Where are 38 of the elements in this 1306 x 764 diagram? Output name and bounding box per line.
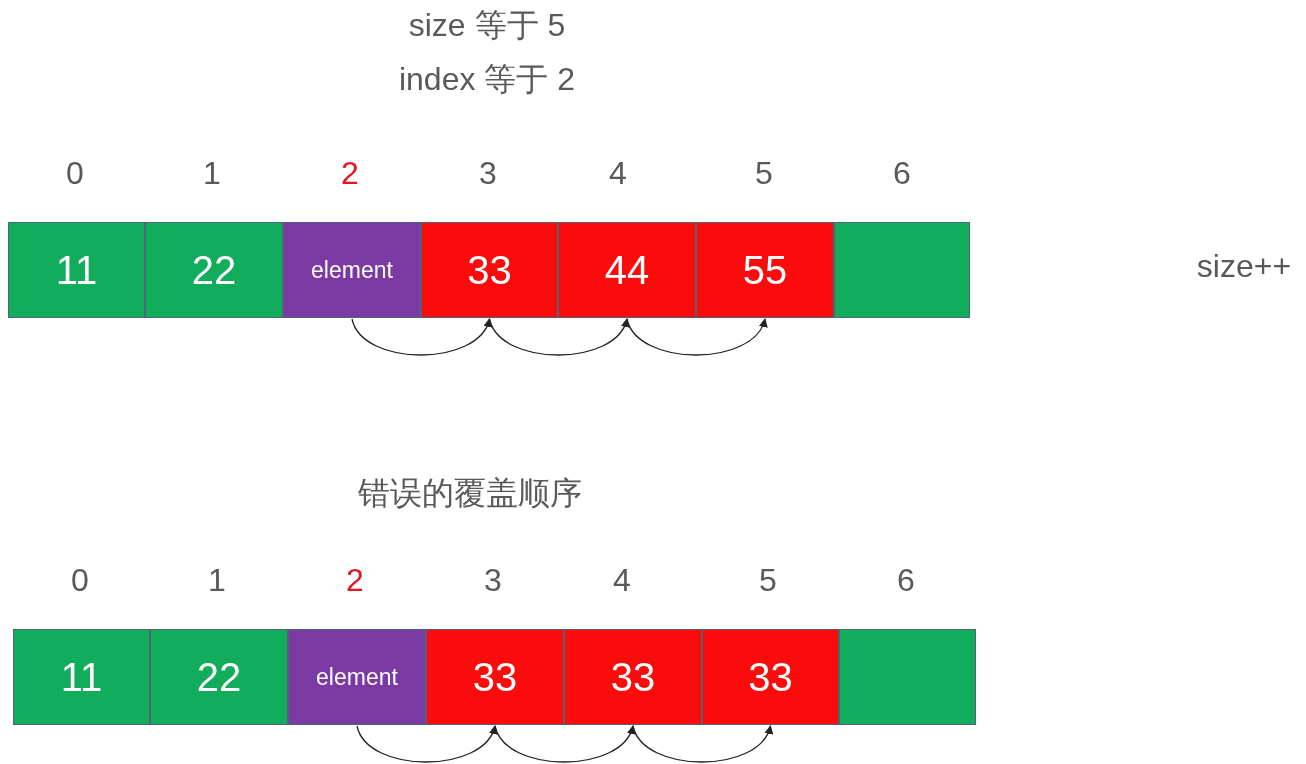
array-cell: 11: [13, 629, 150, 725]
index-number: 5: [755, 155, 773, 192]
caption-text: size 等于 5: [408, 6, 566, 45]
curved-arrow: [351, 318, 491, 356]
array-cell: [834, 222, 970, 318]
caption-text: 错误的覆盖顺序: [358, 474, 582, 513]
curved-arrow: [488, 318, 628, 356]
operation-text: size++: [1196, 248, 1292, 285]
array-cell: 44: [558, 222, 696, 318]
index-number: 6: [893, 155, 911, 192]
index-number: 2: [346, 562, 364, 599]
curved-arrow: [626, 318, 766, 356]
array-cell: 22: [145, 222, 283, 318]
index-number: 0: [71, 562, 89, 599]
index-number: 4: [609, 155, 627, 192]
caption-text: index 等于 2: [398, 60, 576, 99]
index-number: 3: [484, 562, 502, 599]
array-cell: 22: [150, 629, 288, 725]
array-cell: 11: [8, 222, 145, 318]
curved-arrow: [494, 725, 634, 763]
index-number: 2: [341, 155, 359, 192]
array-cell: 33: [564, 629, 702, 725]
array-cell: 33: [426, 629, 564, 725]
index-number: 0: [66, 155, 84, 192]
index-number: 4: [613, 562, 631, 599]
index-number: 3: [479, 155, 497, 192]
array-cell: element: [283, 222, 421, 318]
array-cell: element: [288, 629, 426, 725]
curved-arrow: [632, 725, 772, 763]
array-cell: 55: [696, 222, 834, 318]
index-number: 5: [759, 562, 777, 599]
array-cell: 33: [702, 629, 839, 725]
index-number: 6: [897, 562, 915, 599]
index-number: 1: [208, 562, 226, 599]
array-cell: 33: [421, 222, 558, 318]
index-number: 1: [203, 155, 221, 192]
array-cell: [839, 629, 976, 725]
curved-arrow: [356, 725, 496, 763]
